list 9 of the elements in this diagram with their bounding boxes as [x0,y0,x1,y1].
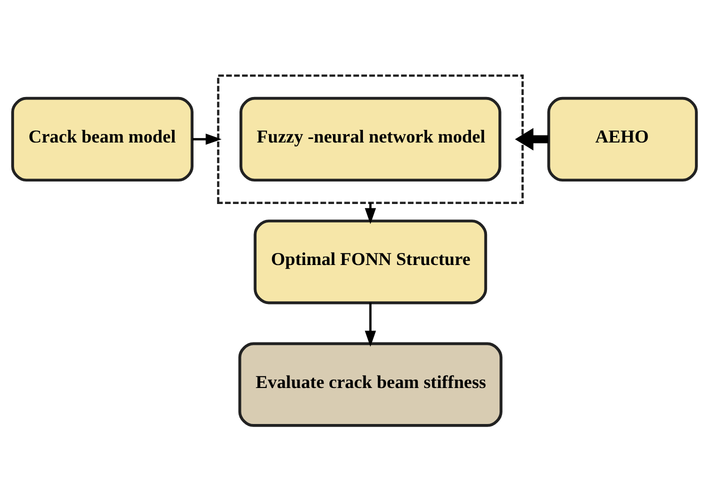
node-box: AEHO [547,96,698,182]
node-box: Optimal FONN Structure [254,220,488,304]
cluster [217,74,524,204]
arrow [192,134,222,145]
arrow [364,302,376,347]
arrow [515,128,548,150]
node-box: Evaluate crack beam stiffness [238,342,502,427]
node-box: Fuzzy -neural network model [240,96,502,182]
node-box: Crack beam model [11,96,194,182]
